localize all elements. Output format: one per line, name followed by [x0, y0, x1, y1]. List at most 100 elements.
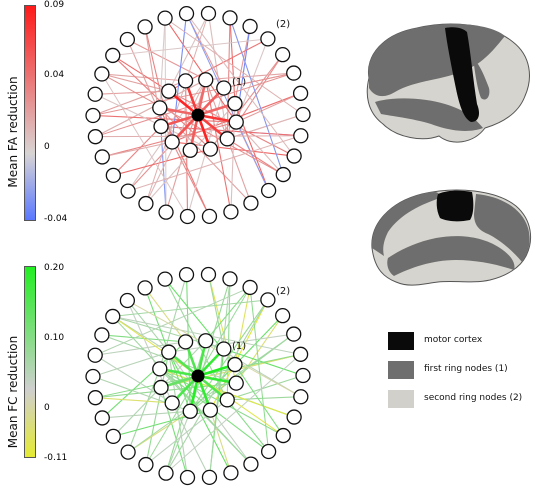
- second-ring-node: [200, 266, 217, 283]
- first-ring-node: [153, 379, 169, 396]
- second-ring-node: [178, 5, 195, 22]
- first-ring-node: [153, 118, 169, 135]
- second-ring-node: [138, 195, 154, 212]
- first-ring-node: [152, 100, 168, 116]
- edge-outer-outer: [127, 300, 302, 398]
- first-ring-node: [164, 134, 180, 150]
- second-ring-node: [260, 182, 277, 199]
- edge-outer-inner: [164, 17, 237, 123]
- fa-tick-zero: 0: [44, 142, 50, 152]
- first-ring-node: [228, 375, 244, 391]
- edge-outer-outer: [186, 13, 295, 157]
- second-ring-node: [275, 308, 291, 324]
- motor-cortex-node: [191, 108, 205, 122]
- second-ring-node: [286, 409, 302, 425]
- edge-outer-outer: [127, 135, 301, 192]
- edge-outer-inner: [226, 399, 270, 452]
- edge-outer-outer: [101, 73, 284, 176]
- first-ring-node: [219, 131, 235, 147]
- fc-colorbar: [24, 266, 36, 458]
- second-ring-node: [94, 66, 110, 82]
- second-ring-node: [105, 47, 121, 64]
- second-ring-node: [87, 390, 104, 406]
- edge-outer-inner: [235, 315, 284, 384]
- second-ring-node: [179, 208, 196, 225]
- second-ring-node: [222, 10, 238, 26]
- first-ring-node: [182, 403, 198, 419]
- second-ring-node: [158, 465, 174, 481]
- second-ring-node: [120, 183, 136, 199]
- edge-outer-outer: [92, 72, 294, 116]
- second-ring-node: [275, 47, 291, 63]
- first-ring-node: [198, 72, 214, 88]
- second-ring-node: [292, 346, 309, 362]
- edge-outer-inner: [126, 300, 170, 353]
- second-ring-node: [157, 10, 173, 26]
- first-ring-node: [219, 392, 235, 408]
- first-ring-node: [202, 402, 219, 418]
- edge-outer-inner: [144, 287, 187, 343]
- edge-outer-outer: [164, 17, 304, 115]
- edge-outer-inner: [112, 54, 170, 92]
- second-ring-node: [260, 31, 276, 47]
- fa-colorbar: [24, 5, 36, 221]
- edge-outer-inner: [92, 114, 237, 123]
- edge-outer-inner: [227, 396, 301, 401]
- first-ring-node: [152, 361, 168, 377]
- edge-outer-inner: [227, 374, 304, 401]
- second-ring-node: [260, 443, 277, 460]
- second-ring-node: [222, 271, 238, 287]
- edge-outer-inner: [205, 287, 251, 342]
- second-ring-node: [243, 195, 259, 211]
- second-ring-node: [157, 271, 173, 287]
- second-ring-node: [242, 279, 258, 296]
- edge-outer-inner: [234, 364, 284, 436]
- second-ring-node: [137, 19, 153, 35]
- second-ring-node: [120, 444, 136, 460]
- second-ring-node: [138, 456, 154, 473]
- edge-outer-inner: [101, 73, 169, 92]
- fa-ring1-marker: (1): [232, 77, 246, 88]
- first-ring-node: [216, 341, 232, 357]
- edge-outer-inner: [95, 397, 173, 404]
- second-ring-node: [200, 5, 217, 22]
- second-ring-node: [242, 18, 258, 35]
- edge-outer-outer: [112, 316, 252, 465]
- second-ring-node: [179, 469, 196, 486]
- fc-colorbar-label: Mean FC reduction: [6, 335, 20, 449]
- edge-outer-outer: [127, 333, 295, 453]
- edge-outer-outer: [94, 286, 251, 356]
- legend: motor cortex first ring nodes (1) second…: [388, 332, 533, 412]
- second-ring-node: [201, 208, 218, 225]
- second-ring-node: [293, 389, 309, 405]
- second-ring-node: [295, 367, 311, 384]
- second-ring-node: [295, 106, 311, 123]
- first-ring-node: [198, 333, 214, 349]
- edge-outer-outer: [145, 13, 209, 204]
- brain-lateral-view: [366, 23, 530, 143]
- second-ring-node: [94, 410, 110, 426]
- second-ring-node: [137, 280, 153, 296]
- fc-network: [85, 266, 311, 486]
- first-ring-node: [182, 142, 198, 158]
- second-ring-node: [286, 326, 302, 342]
- second-ring-node: [87, 129, 104, 145]
- first-ring-node: [227, 356, 243, 373]
- edge-outer-inner: [94, 354, 173, 404]
- second-ring-node: [94, 149, 110, 165]
- second-ring-node: [275, 166, 291, 183]
- edge-outer-inner: [127, 39, 206, 81]
- edge-outer-inner: [102, 410, 191, 419]
- first-ring-node: [161, 83, 177, 99]
- legend-swatch-first-ring: [388, 361, 414, 379]
- fc-ring2-marker: (2): [276, 286, 290, 297]
- first-ring-node: [228, 114, 244, 130]
- fa-network: [85, 5, 311, 225]
- second-ring-node: [87, 347, 103, 363]
- second-ring-node: [223, 204, 239, 220]
- second-ring-node: [223, 465, 239, 481]
- second-ring-node: [119, 31, 136, 48]
- fa-tick-max: 0.09: [44, 0, 65, 10]
- legend-label-motor-cortex: motor cortex: [424, 335, 483, 345]
